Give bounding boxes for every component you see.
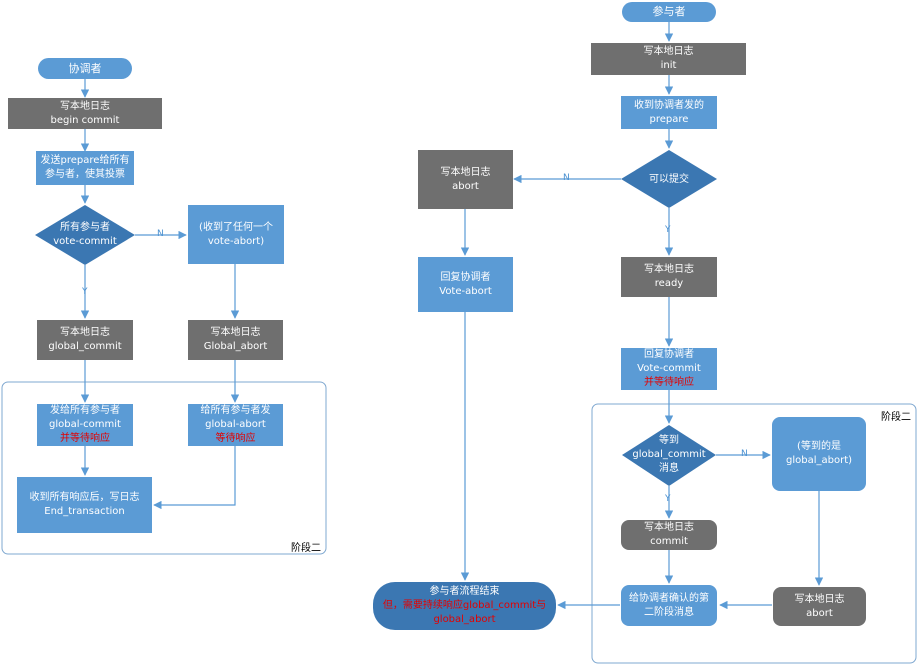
- right-cancommit-diamond: [621, 150, 717, 208]
- wait-no-label: N: [741, 449, 748, 459]
- log-global-commit: 写本地日志 global_commit: [37, 320, 133, 360]
- reply-vote-commit: 回复协调者 Vote-commit 并等待响应: [621, 348, 717, 390]
- left-decision-diamond: [35, 205, 135, 265]
- send-global-commit: 发给所有参与者 global-commit 并等待响应: [37, 404, 133, 446]
- log-abort: 写本地日志 abort: [418, 150, 513, 209]
- log-abort-2: 写本地日志 abort: [773, 587, 866, 626]
- right-yes-label: Y: [665, 225, 671, 235]
- received-vote-abort: (收到了任何一个 vote-abort): [188, 205, 284, 264]
- participant-start: 参与者: [622, 2, 716, 22]
- right-no-label: N: [563, 173, 570, 183]
- log-global-abort: 写本地日志 Global_abort: [188, 320, 283, 360]
- left-decision-text: 所有参与者 vote-commit: [53, 222, 117, 247]
- confirm-phase2: 给协调者确认的第 二阶段消息: [621, 585, 717, 626]
- send-global-abort: 给所有参与者发 global-abort 等待响应: [188, 404, 283, 446]
- left-phase2-label: 阶段二: [291, 543, 321, 554]
- reply-vote-abort: 回复协调者 Vote-abort: [418, 257, 513, 312]
- log-ready: 写本地日志 ready: [621, 257, 717, 297]
- log-commit: 写本地日志 commit: [621, 520, 717, 550]
- participant-end: 参与者流程结束 但，需要持续响应global_commit与 global_ab…: [373, 582, 556, 630]
- right-phase2-label: 阶段二: [881, 412, 911, 423]
- left-yes-label: Y: [82, 287, 88, 297]
- receive-prepare: 收到协调者发的 prepare: [621, 96, 717, 129]
- got-global-abort: (等到的是 global_abort): [772, 417, 866, 491]
- right-wait-diamond: [622, 425, 716, 486]
- wait-decision-text: 等到 global_commit 消息: [632, 435, 706, 474]
- left-no-label: N: [157, 229, 164, 239]
- left-phase2-frame: [1, 381, 327, 555]
- log-init: 写本地日志 init: [591, 43, 746, 75]
- arrow-sendabort-to-end: [153, 446, 236, 510]
- coordinator-start: 协调者: [38, 58, 132, 79]
- end-transaction: 收到所有响应后，写日志 End_transaction: [17, 477, 152, 533]
- right-phase2-frame: [591, 403, 917, 664]
- can-commit-text: 可以提交: [649, 174, 689, 185]
- log-begin-commit: 写本地日志 begin commit: [8, 98, 162, 129]
- send-prepare: 发送prepare给所有 参与者，使其投票: [36, 151, 134, 185]
- wait-yes-label: Y: [665, 494, 671, 504]
